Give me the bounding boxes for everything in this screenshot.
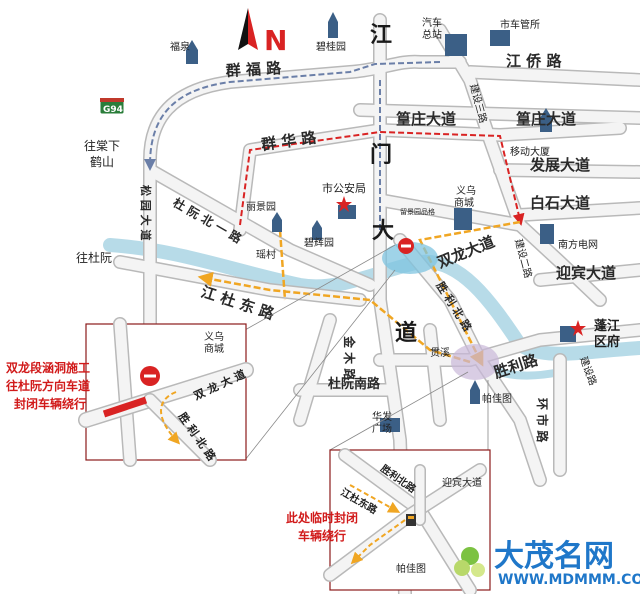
inset-right-yingbin: 迎宾大道 xyxy=(442,476,482,489)
building-icon xyxy=(470,380,480,404)
detour-route-red xyxy=(239,130,525,226)
detour-route-orange-1 xyxy=(418,220,521,367)
poi-yiwu-2: 商城 xyxy=(454,196,474,209)
road-label-yingbin: 迎宾大道 xyxy=(556,264,616,282)
road-label-shuanglong: 双龙大道 xyxy=(435,233,497,272)
star-marker-icon xyxy=(570,320,586,336)
no-entry-icon xyxy=(140,366,160,386)
poi-qiche-2: 总站 xyxy=(422,28,442,41)
poi-chegaunsuo: 市车管所 xyxy=(500,18,540,31)
brand-url: WWW.MDMMM.COM xyxy=(498,572,640,588)
road-label-jiangqiao: 江 侨 路 xyxy=(506,52,562,70)
road-label-jinmu: 金 木 路 xyxy=(342,335,357,381)
inset-left-yiwu-2: 商城 xyxy=(204,342,224,355)
brand-logo-icon xyxy=(454,547,485,577)
road-label-huangzhuang-e: 篁庄大道 xyxy=(516,110,576,128)
inset-left-closure-bar xyxy=(102,396,148,418)
poi-huafa-1: 华发 xyxy=(372,410,392,423)
inset-pointer-line xyxy=(244,244,396,331)
inset-pointer-line xyxy=(329,371,469,451)
building-icon xyxy=(328,12,338,38)
road-label-qunhua: 群 华 路 xyxy=(260,128,318,154)
road-label-huanshi: 环 市 路 xyxy=(535,398,550,443)
building-icon xyxy=(560,326,576,342)
poi-yidong: 移动大厦 xyxy=(510,145,550,158)
place-label-duruan: 往杜阮 xyxy=(76,250,112,265)
detour-route-purple xyxy=(144,61,441,171)
road-label-songyuan: 松 园 大 道 xyxy=(139,185,153,241)
closure-barrier-icon xyxy=(406,514,416,526)
compass-north-label: N xyxy=(264,24,287,57)
poi-lijingyuan: 丽景园 xyxy=(246,201,276,213)
road-label-qunfu: 群 福 路 xyxy=(225,59,282,80)
inset-left-note-2: 往杜阮方向车道 xyxy=(6,378,90,393)
road-label-yaocun: 瑶村 xyxy=(256,248,276,261)
poi-biguiyuan: 碧桂园 xyxy=(316,40,346,53)
building-icon xyxy=(272,212,282,232)
building-icon xyxy=(540,224,554,244)
poi-bihuiyuan: 碧辉园 xyxy=(304,237,334,249)
building-icon xyxy=(445,34,467,56)
road-label-jianshe: 建设路 xyxy=(577,355,599,388)
road-label-jiangmen-3: 大 xyxy=(372,219,394,244)
road-label-duruan-nan: 杜阮南路 xyxy=(328,376,381,392)
road-label-fazhan: 发展大道 xyxy=(529,156,590,174)
detour-route-orange-3 xyxy=(278,229,287,301)
poi-shigongan: 市公安局 xyxy=(322,181,366,195)
junction-highlight xyxy=(451,344,499,380)
place-label-tangxia-2: 鹤山 xyxy=(90,154,114,169)
inset-right-note-1: 此处临时封闭 xyxy=(286,510,358,525)
inset-right-note-2: 车辆绕行 xyxy=(298,528,346,543)
no-entry-icon xyxy=(398,238,414,254)
building-icon xyxy=(312,220,322,240)
highway-shield-icon xyxy=(99,97,125,115)
poi-huafa-2: 广场 xyxy=(372,422,392,435)
building-icon xyxy=(540,108,552,132)
inset-left-note-3: 封闭车辆绕行 xyxy=(14,396,86,411)
poi-xueshao: 留景园品格 xyxy=(400,207,435,216)
road-label-huangzhuang-w: 篁庄大道 xyxy=(396,110,456,128)
poi-qiche-1: 汽车 xyxy=(422,16,442,29)
detour-route-orange-2 xyxy=(197,271,471,364)
building-icon xyxy=(490,30,510,46)
inset-right-detour xyxy=(350,519,406,565)
inset-right-pajia: 帕佳图 xyxy=(396,562,426,575)
road-label-baishi: 白石大道 xyxy=(530,194,590,212)
brand-name: 大茂名网 xyxy=(494,539,614,574)
inset-pointer-line xyxy=(244,269,396,461)
road-label-jiangmen-4: 道 xyxy=(395,320,417,346)
road-label-jiangmen-1: 江 xyxy=(370,23,392,48)
inset-left-yiwu-1: 义乌 xyxy=(204,330,224,343)
compass-icon xyxy=(238,8,258,50)
building-icon xyxy=(186,40,198,64)
building-icon xyxy=(380,418,400,432)
poi-fuquan: 福泉 xyxy=(170,40,190,53)
poi-pajia: 帕佳图 xyxy=(482,392,512,405)
star-marker-icon xyxy=(336,196,352,212)
road-label-guanxi: 贯溪 xyxy=(430,347,450,359)
inset-left-detour xyxy=(160,391,181,445)
highway-code: G94 xyxy=(103,105,123,115)
inset-right-detour-2 xyxy=(349,484,401,513)
closure-zone-highlight xyxy=(382,242,438,274)
poi-yiwu-1: 义乌 xyxy=(456,184,476,197)
place-label-tangxia-1: 往棠下 xyxy=(84,138,120,153)
building-icon xyxy=(454,208,472,230)
poi-pengjiang-1: 蓬江 xyxy=(594,318,620,334)
inset-left-note-1: 双龙段涵洞施工 xyxy=(6,360,90,375)
poi-pengjiang-2: 区府 xyxy=(594,334,620,350)
poi-dianxin: 南方电网 xyxy=(558,238,598,251)
road-label-jiangmen-2: 门 xyxy=(370,142,392,168)
